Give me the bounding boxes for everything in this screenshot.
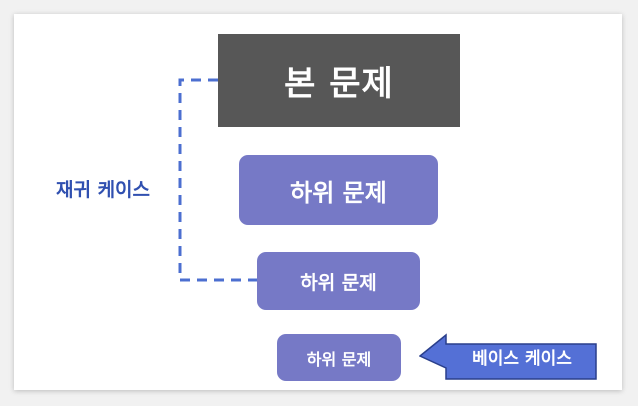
sub-problem-box-2: 하위 문제 <box>257 252 420 310</box>
base-case-label: 베이스 케이스 <box>472 348 572 369</box>
recursive-case-label: 재귀 케이스 <box>56 179 151 201</box>
sub-problem-label-3: 하위 문제 <box>306 349 372 369</box>
recursive-bracket <box>178 78 257 282</box>
base-case-callout: 베이스 케이스 <box>419 332 597 380</box>
diagram-canvas: 본 문제 하위 문제 하위 문제 하위 문제 재귀 케이스 베이스 케이스 <box>14 14 622 390</box>
sub-problem-box-1: 하위 문제 <box>239 155 438 225</box>
sub-problem-label-2: 하위 문제 <box>300 271 377 294</box>
main-problem-label: 본 문제 <box>284 64 394 104</box>
sub-problem-box-3: 하위 문제 <box>277 334 401 381</box>
sub-problem-label-1: 하위 문제 <box>290 178 387 207</box>
left-arrow-icon <box>419 333 597 380</box>
main-problem-box: 본 문제 <box>218 34 460 127</box>
